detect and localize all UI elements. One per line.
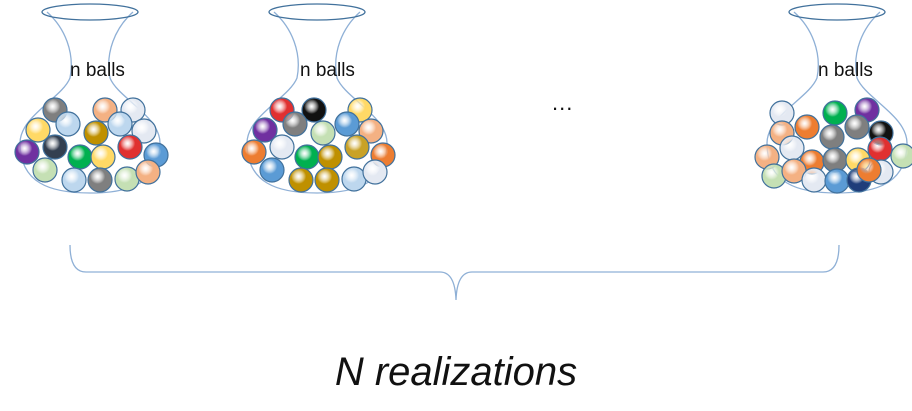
ellipsis: ...: [552, 90, 574, 115]
urn-1-ball-yellow: [25, 117, 51, 143]
urn-2-ball-purple: [252, 117, 278, 143]
urn-3-ball-light-green: [890, 143, 912, 169]
urn-2-ball-light-blue: [341, 166, 367, 192]
urn-1-ball-light-blue: [61, 167, 87, 193]
urn-3-ball-light-white: [779, 135, 805, 161]
urn-1-ball-olive: [83, 120, 109, 146]
urn-1-ball-dark-slate: [42, 134, 68, 160]
urn-2-ball-blue: [259, 157, 285, 183]
urn-2-ball-light-white: [362, 159, 388, 185]
urn-3-ball-red: [867, 136, 893, 162]
urn-2-ball-light-white: [269, 134, 295, 160]
urn-1-ball-light-blue: [107, 111, 133, 137]
urn-2-ball-olive: [317, 144, 343, 170]
urn-2-ball-gray: [282, 111, 308, 137]
urn-1-ball-green: [67, 144, 93, 170]
urn-2-ball-orange: [241, 139, 267, 165]
caption: N realizations: [334, 350, 578, 394]
urn-2-outline: [246, 11, 388, 194]
urn-3-rim: [788, 3, 886, 21]
urn-2-ball-green-olive: [344, 134, 370, 160]
urn-1-ball-purple: [14, 139, 40, 165]
urn-1-ball-light-white: [131, 118, 157, 144]
urn-1-outline: [19, 11, 161, 194]
urn-1-ball-peach: [135, 159, 161, 185]
urn-3-ball-orange: [856, 157, 882, 183]
urn-2-ball-light-green: [310, 120, 336, 146]
urn-2-ball-blue: [334, 111, 360, 137]
urn-2-label: n balls: [300, 60, 355, 81]
urn-1-rim: [41, 3, 139, 21]
urn-3-ball-orange: [794, 114, 820, 140]
curly-brace: [69, 244, 840, 301]
urn-1-ball-light-blue: [55, 111, 81, 137]
urn-3-ball-blue: [824, 168, 850, 194]
urn-2-ball-olive: [288, 167, 314, 193]
urn-3-ball-green: [822, 100, 848, 126]
urn-1-ball-gray: [87, 167, 113, 193]
urn-1-ball-red: [117, 134, 143, 160]
urn-2-ball-green: [294, 144, 320, 170]
urn-1-ball-light-green: [32, 157, 58, 183]
urn-3-label: n balls: [818, 60, 873, 81]
urn-3-ball-gray: [844, 114, 870, 140]
urn-2-ball-peach: [358, 118, 384, 144]
urn-1-ball-yellow: [90, 144, 116, 170]
urn-1-label: n balls: [70, 60, 125, 81]
urn-2-rim: [268, 3, 366, 21]
urn-3-ball-gray: [822, 147, 848, 173]
urn-3-ball-gray: [819, 124, 845, 150]
urn-2-ball-black: [301, 97, 327, 123]
urn-3-ball-light-white: [801, 167, 827, 193]
urn-1-ball-light-green: [114, 166, 140, 192]
urn-2-ball-olive: [314, 167, 340, 193]
